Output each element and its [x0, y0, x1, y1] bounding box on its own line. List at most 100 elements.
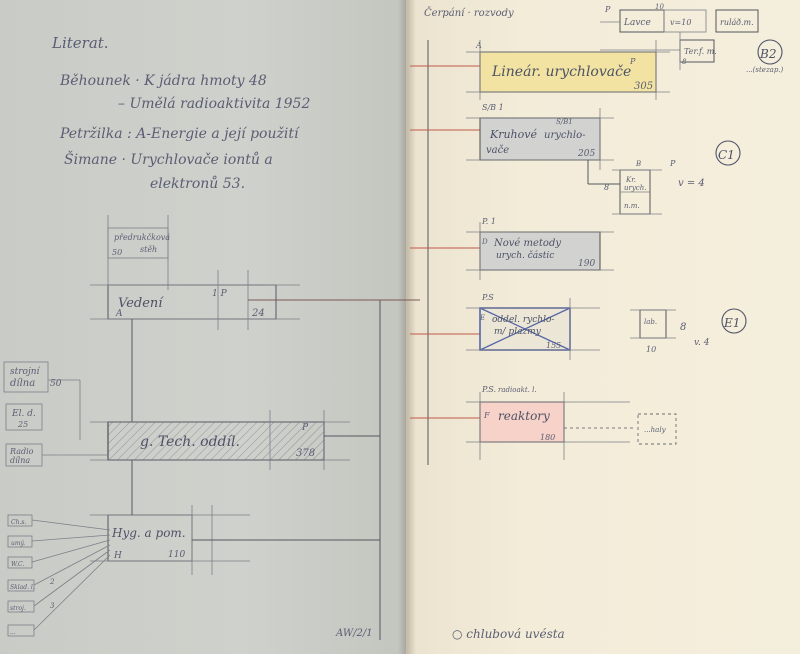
mini-sb-num: 8	[604, 183, 609, 192]
box-sb-label-2: vače	[486, 145, 509, 156]
small-room-labels: Ch.s. umý. W.C. Sklad. l. stroj. ... 2 3	[7, 514, 111, 637]
box-sb-num: 205	[577, 149, 595, 159]
main-box-p: P	[301, 423, 309, 433]
box-f-label: reaktory	[498, 409, 550, 423]
top-box-label-2: stěh	[140, 245, 157, 254]
circle-e1	[721, 308, 747, 334]
top-note: Čerpání · rozvody	[424, 7, 514, 19]
footer-note: ○ chlubová uvésta	[452, 627, 565, 641]
box-ps-header: P.S	[481, 293, 494, 302]
box-ps-label-1: oddel. rychlo-	[492, 315, 554, 325]
v10-label: v=10	[670, 18, 691, 27]
room-num-1: 2	[49, 578, 55, 586]
terf-num: 8	[682, 58, 687, 66]
mini-ps-label: lab.	[644, 318, 657, 326]
side-box-2-num: 25	[17, 420, 28, 429]
circle-b2-note: ...(stezap.)	[746, 66, 784, 74]
box-ps-num: 155	[546, 341, 561, 350]
box-sb-label-1: Kruhové	[489, 128, 537, 141]
rulad-box	[715, 9, 759, 33]
top-right-num: 10	[655, 3, 664, 11]
top-box-label-1: předrukčková	[114, 233, 170, 242]
room-label-4: Sklad. l.	[10, 584, 35, 591]
box-p1-label-2: urych. částic	[496, 250, 554, 261]
room-label-3: W.C.	[11, 561, 24, 568]
box-f	[479, 401, 565, 443]
box-sb	[479, 117, 601, 161]
side-box-1-num: 50	[50, 379, 62, 389]
mini-sb-p: P	[669, 159, 676, 168]
box-f-num: 180	[540, 433, 555, 442]
side-box-1	[3, 361, 49, 393]
left-diagram: předrukčková stěh 50 Vedení A 1 P 24 g. …	[3, 215, 420, 640]
circle-b2-label: B2	[759, 47, 776, 61]
hyg-label: Hyg. a pom.	[111, 526, 186, 540]
box-p1-header: P. 1	[481, 217, 496, 226]
box-p1-num: 190	[578, 259, 595, 269]
box-p1-corner: D	[481, 238, 488, 246]
top-box-num: 50	[112, 248, 122, 257]
circle-c1	[715, 140, 741, 166]
top-right-p: P	[604, 5, 611, 14]
circle-b2	[757, 39, 783, 65]
box-f-header-2: radioakt. l.	[498, 386, 537, 394]
notes-line-4: Šimane · Urychlovače iontů a	[64, 150, 273, 168]
room-label-6: ...	[10, 629, 16, 636]
mini-ps-bottom: 10	[646, 345, 656, 354]
box-a-num: 305	[634, 81, 653, 92]
room-label-5: stroj.	[10, 605, 26, 612]
box-a-p: P	[629, 57, 636, 66]
right-notebook-page	[406, 0, 800, 654]
mini-sb-b: B	[635, 160, 641, 168]
room-num-2: 3	[50, 602, 55, 610]
notes-line-5: elektronů 53.	[150, 175, 245, 192]
box-a-label: Lineár. urychlovače	[491, 64, 631, 80]
side-box-2	[5, 403, 43, 431]
room-label-2: umý.	[11, 540, 25, 547]
box-f-side: ...haly	[644, 426, 667, 434]
mini-sb-label-1: Kr.	[625, 176, 636, 184]
vedeni-label: Vedení	[118, 296, 164, 311]
box-p1	[479, 231, 601, 271]
signature: AW/2/1	[335, 628, 373, 639]
box-f-header: P.S.	[481, 385, 496, 394]
mini-sb-label-2: urych.	[624, 184, 646, 192]
lavce-label: Lavce	[623, 18, 651, 28]
side-box-1-label-1: strojní	[10, 366, 41, 377]
vedeni-p: 1 P	[212, 289, 228, 299]
left-notebook-page	[0, 0, 406, 654]
main-box-num: 378	[296, 448, 315, 459]
dashed-hala-box	[637, 413, 677, 445]
vedeni-letter: A	[115, 309, 123, 319]
side-box-3-label-2: dílna	[10, 456, 30, 465]
side-box-3-label-1: Radio	[9, 447, 34, 456]
terf-label: Ter.f. m.	[684, 47, 717, 56]
room-label-1: Ch.s.	[11, 519, 26, 526]
hyg-num: 110	[168, 550, 185, 560]
notes-heading: Literat.	[51, 34, 109, 52]
right-diagram: Čerpání · rozvody Lavce P 10 v=10 ruláð.…	[410, 3, 784, 641]
notes-line-3: Petržilka : A-Energie a její použití	[59, 125, 300, 142]
mini-ps-num: 8	[680, 322, 686, 333]
box-ps-corner: E	[479, 314, 485, 322]
box-sb-header: S/B 1	[482, 103, 504, 112]
notes-line-2: – Umělá radioaktivita 1952	[118, 96, 310, 112]
circle-e1-label: E1	[723, 316, 740, 330]
box-ps-label-2: m/ plazmy	[494, 327, 542, 337]
side-box-2-label: El. d.	[11, 409, 36, 419]
notes-line-1: Běhounek · K jádra hmoty 48	[59, 73, 267, 89]
box-a	[479, 51, 657, 93]
page-fold	[398, 0, 416, 654]
side-box-1-label-2: dílna	[10, 378, 35, 389]
box-a-corner: A	[475, 41, 482, 50]
hyg-letter: H	[113, 551, 122, 561]
circle-c1-label: C1	[718, 148, 735, 162]
mini-sb-v: v = 4	[678, 178, 705, 189]
box-sb-label-4: urychlo-	[544, 130, 586, 141]
mini-ps-v: v. 4	[694, 338, 710, 348]
box-sb-label-3: S/B1	[556, 118, 573, 126]
rulad-label: ruláð.m.	[720, 18, 754, 27]
main-box-label: g. Tech. oddíl.	[140, 434, 240, 450]
box-f-corner: F	[483, 411, 490, 420]
